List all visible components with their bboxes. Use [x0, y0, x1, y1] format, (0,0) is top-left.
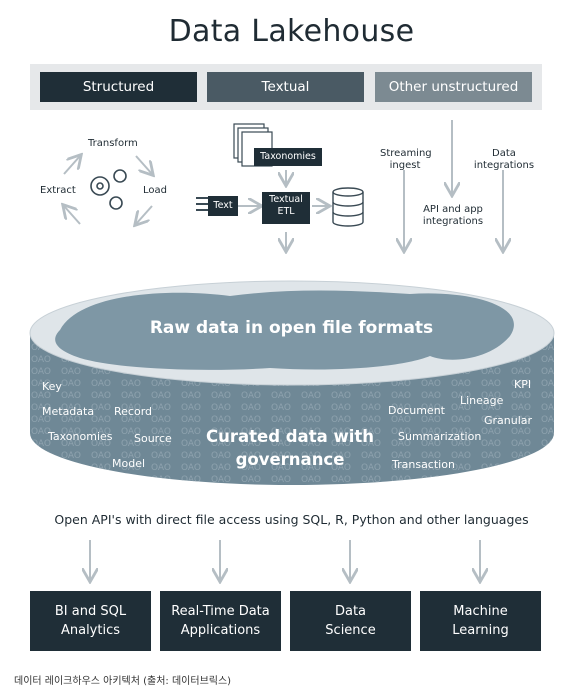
consumer-ml-line1: Machine — [453, 604, 508, 619]
consumer-rt-line2: Applications — [180, 623, 261, 638]
transform-label: Transform — [88, 138, 138, 149]
term-record: Record — [114, 405, 153, 418]
consumer-ds-line2: Science — [325, 623, 376, 638]
curated-line1: Curated data with — [205, 427, 374, 446]
consumer-arrows-graphic — [0, 540, 583, 586]
consumer-ml-line2: Learning — [452, 623, 509, 638]
term-summarization: Summarization — [398, 430, 482, 443]
api-line1: API and app — [423, 204, 483, 215]
consumer-bi-line2: Analytics — [60, 623, 121, 638]
term-metadata: Metadata — [42, 405, 95, 418]
consumer-bi-sql: BI and SQL Analytics — [30, 591, 151, 651]
consumer-bi-line1: BI and SQL — [54, 604, 127, 619]
text-box: Text — [208, 196, 238, 216]
raw-data-label: Raw data in open file formats — [149, 318, 434, 338]
term-kpi: KPI — [514, 378, 532, 391]
storage-platform-graphic: OAO — [29, 280, 555, 485]
diagram-title: Data Lakehouse — [168, 14, 415, 49]
text-lines-icon — [196, 197, 210, 211]
gear-icon — [90, 169, 127, 210]
term-key: Key — [42, 380, 62, 393]
streaming-line1: Streaming — [380, 148, 432, 159]
database-icon — [332, 187, 364, 227]
curated-data-label: Curated data with governance — [180, 425, 400, 471]
api-integrations-label: API and app integrations — [418, 204, 488, 228]
extract-label: Extract — [40, 185, 76, 196]
textual-etl-box: Textual ETL — [262, 192, 310, 224]
textual-etl-line2: ETL — [277, 206, 295, 217]
data-integrations-label: Data integrations — [472, 148, 536, 172]
term-model: Model — [112, 457, 146, 470]
term-source: Source — [134, 432, 172, 445]
term-transaction: Transaction — [392, 458, 455, 471]
term-lineage: Lineage — [460, 394, 504, 407]
open-api-text: Open API's with direct file access using… — [54, 512, 529, 527]
data-int-line2: integrations — [473, 160, 535, 171]
load-label: Load — [143, 185, 167, 196]
term-granular: Granular — [484, 414, 533, 427]
streaming-ingest-label: Streaming ingest — [380, 148, 432, 172]
curated-line2: governance — [235, 450, 345, 469]
data-int-line1: Data — [492, 148, 516, 159]
category-textual: Textual — [207, 72, 364, 102]
taxonomies-box: Taxonomies — [254, 148, 322, 166]
figure-caption: 데이터 레이크하우스 아키텍처 (출처: 데이터브릭스) — [14, 676, 232, 687]
streaming-line2: ingest — [389, 160, 421, 171]
flow-arrows-graphic — [40, 120, 560, 260]
term-taxonomies: Taxonomies — [48, 430, 113, 443]
category-structured: Structured — [40, 72, 197, 102]
category-other-unstructured: Other unstructured — [375, 72, 532, 102]
api-line2: integrations — [422, 216, 484, 227]
consumer-rt-line1: Real-Time Data — [171, 604, 270, 619]
term-document: Document — [388, 404, 445, 417]
textual-etl-line1: Textual — [269, 194, 303, 205]
consumer-ds-line1: Data — [334, 604, 367, 619]
